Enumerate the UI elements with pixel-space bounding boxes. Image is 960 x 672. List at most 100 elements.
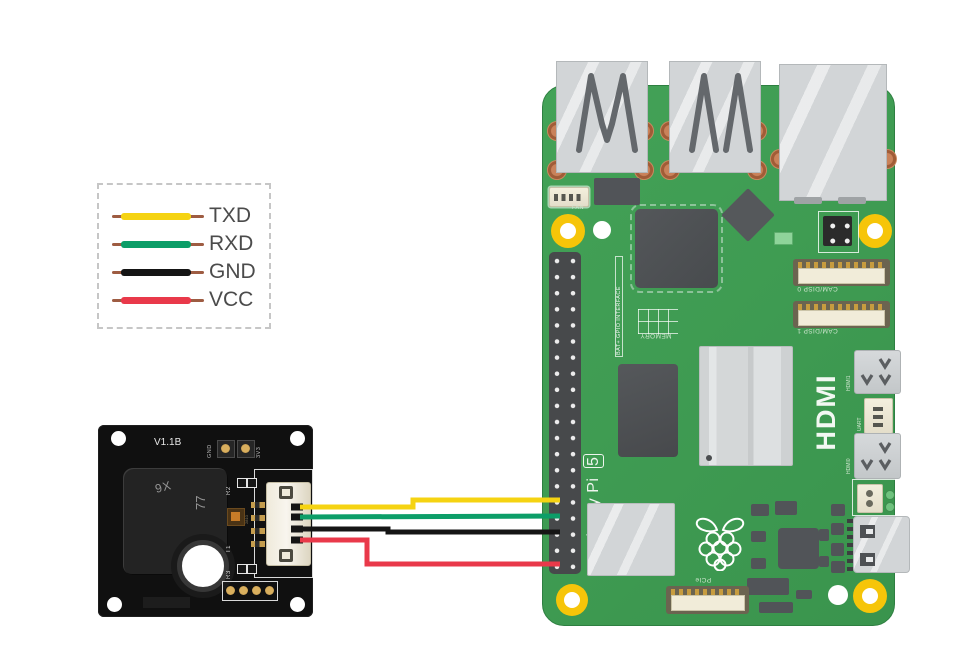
mounting-hole (111, 431, 126, 446)
vcc-wire-swatch (121, 296, 191, 304)
fpc-bar (671, 595, 745, 611)
smd-chip (819, 529, 829, 541)
fan-connector (549, 187, 589, 207)
vcc-label: VCC (209, 288, 254, 311)
bat-pin (866, 490, 873, 497)
test-point (828, 585, 848, 605)
wire-txd (300, 497, 560, 510)
version-silk-label: V1.1B (154, 437, 182, 448)
txd-label: TXD (209, 204, 251, 227)
legend-row-gnd: GND (99, 258, 269, 286)
wire-gnd (300, 526, 560, 535)
pcie-connector (666, 586, 749, 614)
memory-config-pads (638, 309, 678, 334)
smd-chip (594, 178, 640, 205)
micro-hdmi-port-1 (854, 350, 901, 394)
gnd-wire-swatch (121, 268, 191, 276)
resistor-pad (247, 564, 257, 574)
gnd-label: GND (209, 260, 256, 283)
usbc-castellation (847, 519, 853, 571)
ram-chip (618, 364, 678, 457)
smd-chip (775, 501, 797, 515)
poe-header (823, 216, 852, 246)
gpio-header-40pin (549, 252, 581, 574)
smd-chip (751, 558, 766, 569)
resistor-pad (247, 478, 257, 488)
sensor-ic (227, 508, 245, 526)
camera-connector-1 (793, 301, 890, 328)
fpc-bar (798, 268, 885, 284)
usbc-pin-notch (866, 529, 873, 534)
3v3-pad (237, 440, 255, 458)
test-point (593, 221, 611, 239)
jst-keying-slot (279, 486, 293, 499)
smd-chip (759, 602, 793, 613)
usbc-pin-mark (860, 553, 875, 566)
ic-die (231, 512, 240, 521)
wire-rxd (299, 513, 561, 520)
micro-hdmi-port-0 (854, 433, 901, 479)
smd-chip (819, 556, 829, 567)
smd-chip (751, 531, 766, 542)
resistor-pad (237, 478, 247, 488)
legend-row-vcc: VCC (99, 286, 269, 314)
power-shield (587, 503, 675, 576)
bat-pad (885, 502, 895, 512)
legend-row-rxd: RXD (99, 230, 269, 258)
program-pad (252, 586, 261, 595)
connector-silk-outline (254, 469, 313, 578)
usb-mark (689, 73, 753, 153)
smd-chip (796, 590, 812, 599)
mounting-hole (853, 579, 887, 613)
mounting-hole (290, 597, 305, 612)
mounting-hole (556, 584, 588, 616)
connector-pin (251, 515, 265, 521)
ethernet-latch (838, 197, 866, 204)
uart-connector (864, 398, 893, 434)
program-pad (226, 586, 235, 595)
wire-color-legend: TXD RXD GND VCC (97, 183, 271, 329)
fpc-bar (798, 310, 885, 326)
program-pad (265, 586, 274, 595)
legend-row-txd: TXD (99, 202, 269, 230)
silk-block (143, 597, 190, 608)
hdmi-pin-marks (860, 358, 892, 387)
mounting-hole (290, 431, 305, 446)
soc-chip (630, 204, 723, 293)
mounting-hole (858, 214, 892, 248)
gnd-pad (217, 440, 235, 458)
smd-chip (751, 504, 769, 516)
bat-connector (857, 484, 883, 513)
program-pad (239, 586, 248, 595)
uart-pins (873, 405, 883, 427)
usb-c-power-port (853, 516, 910, 573)
smd-chip (831, 504, 845, 516)
status-led (774, 232, 793, 245)
program-pads-outline (222, 581, 278, 601)
bat-pad (885, 490, 895, 500)
smd-chip (831, 523, 844, 535)
connector-pin (251, 502, 265, 508)
connector-pin (251, 541, 265, 547)
sensor-aperture (177, 540, 229, 592)
mounting-hole (107, 597, 122, 612)
bat-connector-outline (852, 479, 902, 516)
usb3-port-stack-1 (556, 61, 648, 173)
usb-superspeed-mark (576, 73, 638, 153)
fpc-teeth (798, 262, 883, 269)
smd-chip (747, 578, 789, 595)
wire-vcc (300, 537, 560, 567)
fan-connector-pins (554, 194, 582, 201)
bat-pin (866, 500, 873, 507)
fpc-teeth (671, 589, 743, 596)
fpc-teeth (798, 304, 883, 311)
smd-chip (831, 543, 844, 556)
txd-wire-swatch (121, 212, 191, 220)
mounting-hole (551, 214, 585, 248)
usbc-pin-notch (866, 557, 873, 562)
ethernet-port (779, 64, 887, 201)
usbc-pin-mark (860, 525, 875, 538)
smd-chip (831, 561, 845, 573)
